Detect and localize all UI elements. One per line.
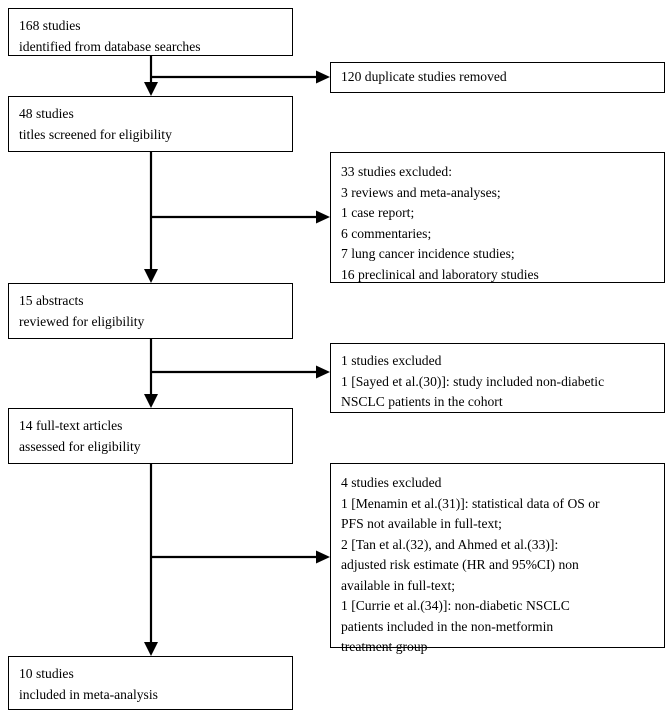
- box-abstract-review-excluded: 1 studies excluded 1 [Sayed et al.(30)]:…: [330, 343, 665, 413]
- arrowhead-down-3: [144, 394, 158, 408]
- box-full-text-assessed: 14 full-text articles assessed for eligi…: [8, 408, 293, 464]
- box-titles-screened: 48 studies titles screened for eligibili…: [8, 96, 293, 152]
- arrowhead-down-1: [144, 82, 158, 96]
- box-studies-included: 10 studies included in meta-analysis: [8, 656, 293, 710]
- arrowhead-right-1: [316, 70, 330, 84]
- box-studies-identified: 168 studies identified from database sea…: [8, 8, 293, 56]
- arrowhead-right-3: [316, 365, 330, 379]
- box-full-text-excluded: 4 studies excluded 1 [Menamin et al.(31)…: [330, 463, 665, 654]
- box-title-screen-excluded: 33 studies excluded: 3 reviews and meta-…: [330, 152, 665, 283]
- box-abstracts-reviewed: 15 abstracts reviewed for eligibility: [8, 283, 293, 339]
- arrowhead-right-2: [316, 210, 330, 224]
- arrowhead-right-4: [316, 550, 330, 564]
- arrowhead-down-2: [144, 269, 158, 283]
- arrowhead-down-4: [144, 642, 158, 656]
- box-duplicates-removed: 120 duplicate studies removed: [330, 62, 665, 93]
